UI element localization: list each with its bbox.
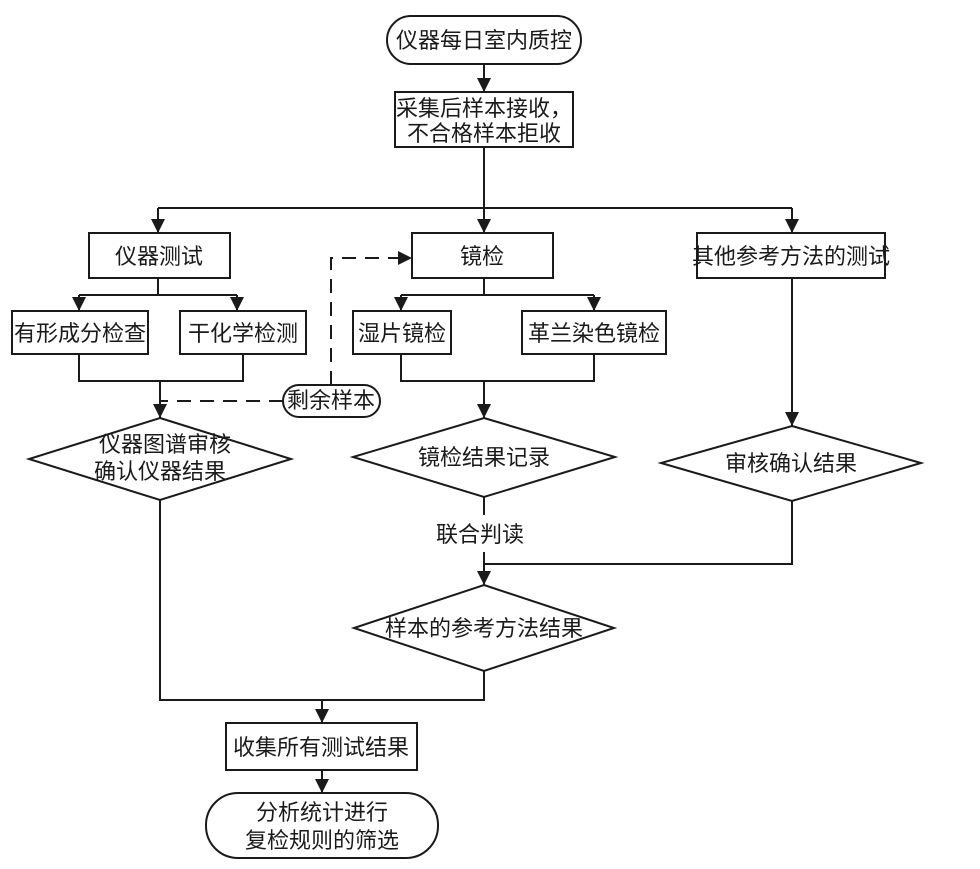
node-wet-smear: 湿片镜检 [352, 310, 452, 355]
node-dry-chemistry: 干化学检测 [179, 310, 307, 355]
start-terminal-shape [386, 15, 582, 65]
dry-chemistry-shape [179, 310, 307, 355]
node-review: 仪器图谱审核 确认仪器结果 [25, 416, 295, 502]
node-microscopy: 镜检 [411, 232, 554, 279]
node-analysis: 分析统计进行 复检规则的筛选 [205, 792, 439, 859]
review-decision-shape [25, 416, 295, 502]
start-label: 仪器每日室内质控 [396, 29, 572, 54]
dry-chemistry-label: 干化学检测 [188, 322, 298, 347]
collect-results-shape [225, 722, 418, 771]
gram-stain-shape [521, 310, 667, 355]
joint-reading-label: 联合判读 [436, 523, 524, 548]
receive-process-shape [394, 91, 574, 148]
microscopy-record-label: 镜检结果记录 [418, 446, 550, 471]
reference-result-label: 样本的参考方法结果 [385, 617, 583, 642]
microscopy-shape [411, 232, 554, 279]
node-other-methods: 其他参考方法的测试 [692, 232, 890, 279]
node-reference-result: 样本的参考方法结果 [350, 583, 618, 673]
gram-stain-label: 革兰染色镜检 [528, 322, 660, 347]
node-collect-results: 收集所有测试结果 [225, 722, 418, 771]
confirm-result-label: 审核确认结果 [725, 452, 857, 477]
other-methods-label: 其他参考方法的测试 [692, 245, 890, 270]
microscopy-label: 镜检 [460, 245, 504, 270]
other-methods-shape [696, 232, 886, 279]
edge-instrument-merge [78, 354, 244, 382]
formed-elements-shape [11, 310, 149, 355]
analysis-label-line2: 复检规则的筛选 [245, 829, 399, 854]
node-gram-stain: 革兰染色镜检 [521, 310, 667, 355]
node-formed-elements: 有形成分检查 [11, 310, 149, 355]
remaining-sample-shape [282, 384, 381, 418]
formed-elements-label: 有形成分检查 [14, 322, 146, 347]
edge-microscopy-merge [400, 354, 595, 382]
wet-smear-shape [352, 310, 452, 355]
node-receive: 采集后样本接收， 不合格样本拒收 [394, 91, 574, 148]
edges [72, 64, 799, 793]
node-microscopy-record: 镜检结果记录 [349, 416, 619, 499]
node-confirm-result: 审核确认结果 [657, 424, 925, 503]
receive-label-line2: 不合格样本拒收 [407, 122, 561, 147]
remaining-sample-label: 剩余样本 [287, 389, 375, 414]
analysis-terminal-shape [205, 792, 439, 859]
receive-label-line1: 采集后样本接收， [396, 97, 572, 122]
review-label-line1: 仪器图谱审核 [99, 433, 231, 458]
instrument-test-shape [88, 232, 231, 279]
node-start: 仪器每日室内质控 [386, 15, 582, 65]
review-label-line2: 确认仪器结果 [94, 460, 226, 485]
confirm-result-shape [657, 424, 925, 503]
microscopy-record-shape [349, 416, 619, 499]
edge-confirm-merge [484, 501, 793, 565]
edge-remaining-to-microscopy [330, 251, 412, 385]
node-remaining-sample: 剩余样本 [282, 384, 381, 418]
collect-results-label: 收集所有测试结果 [233, 736, 409, 761]
analysis-label-line1: 分析统计进行 [256, 801, 388, 826]
wet-smear-label: 湿片镜检 [358, 322, 446, 347]
node-instrument-test: 仪器测试 [88, 232, 231, 279]
reference-result-shape [350, 583, 618, 673]
instrument-test-label: 仪器测试 [115, 245, 203, 270]
